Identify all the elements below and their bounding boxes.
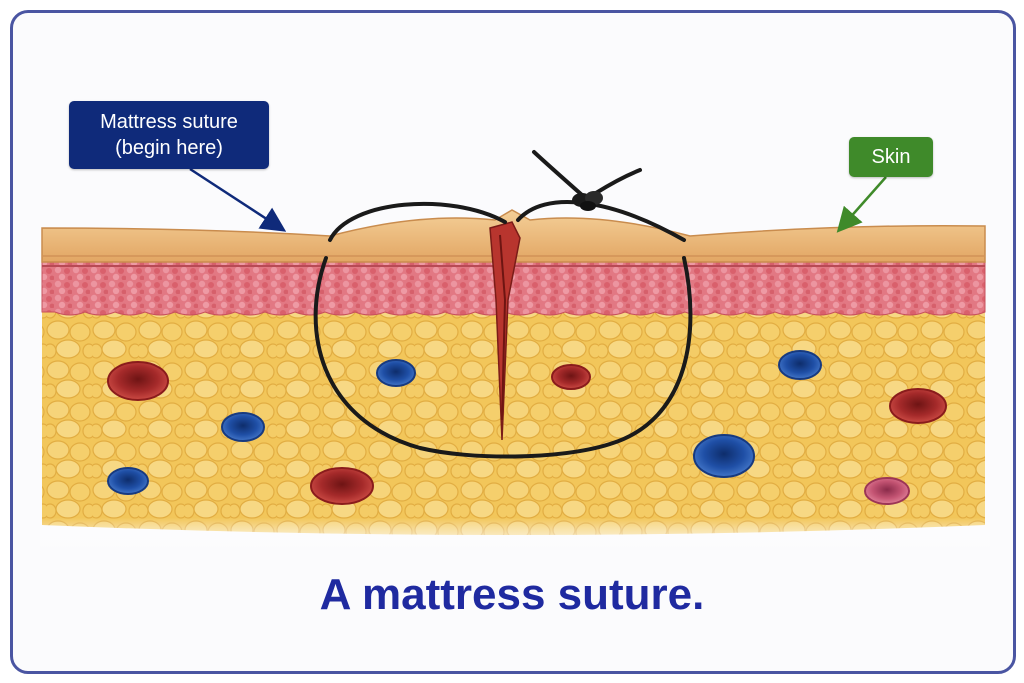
vein-5: [778, 350, 822, 380]
artery-3: [551, 364, 591, 390]
suture-start-label: Mattress suture (begin here): [69, 101, 269, 169]
vessel-pink: [864, 477, 910, 505]
artery-1: [107, 361, 169, 401]
dermis-layer: [41, 261, 986, 316]
vein-1: [221, 412, 265, 442]
artery-2: [310, 467, 374, 505]
figure-caption: A mattress suture.: [319, 570, 705, 619]
suture-start-label-line2: (begin here): [115, 137, 223, 159]
vein-3: [376, 359, 416, 387]
suture-deep-loop: [313, 256, 693, 459]
suture-callout-arrow: [189, 167, 287, 232]
artery-4: [889, 388, 947, 424]
suture-start-label-line1: Mattress suture: [100, 111, 238, 133]
vein-2: [107, 467, 149, 495]
suture-tail-right: [594, 168, 642, 195]
skin-label: Skin: [849, 137, 933, 177]
skin-callout-arrow: [836, 176, 887, 233]
suture-knot: [572, 191, 603, 211]
suture-superficial-loop-left: [328, 201, 507, 242]
fat-layer-fade: [40, 420, 990, 550]
vein-4: [693, 434, 755, 478]
suture-tail-left: [532, 150, 584, 197]
